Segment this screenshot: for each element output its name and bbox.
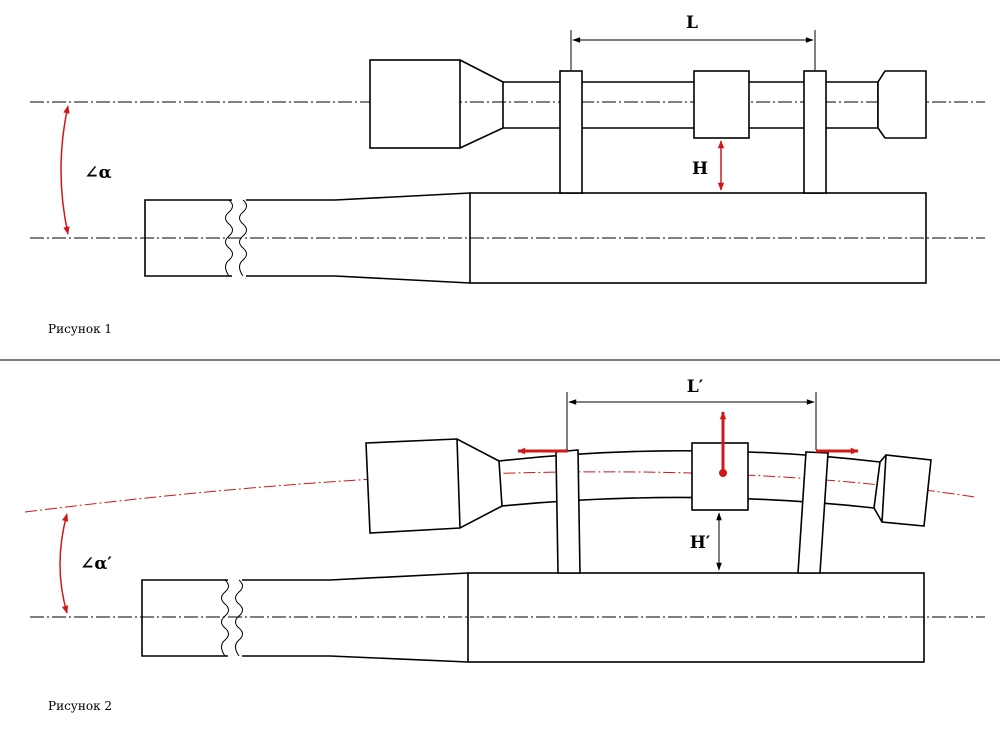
objective-joint-2	[456, 438, 461, 529]
mount-ring-rear-2	[797, 451, 829, 574]
figure-1: L H ∠α Рисунок 1	[30, 13, 985, 336]
scope-tube-top-curve	[498, 449, 881, 463]
mount-ring-front	[559, 70, 583, 194]
label-H: H	[692, 159, 708, 179]
barrel	[144, 192, 927, 284]
label-L-prime: L′	[687, 377, 704, 397]
eyepiece-joint-2	[881, 454, 887, 523]
force-origin-dot	[719, 469, 727, 477]
angle-arc-alpha	[60, 105, 70, 235]
label-L: L	[686, 13, 698, 33]
objective-taper	[459, 59, 504, 149]
receiver-2	[467, 572, 925, 663]
receiver	[469, 192, 927, 284]
barrel-taper-2	[242, 572, 469, 663]
stress-arrows	[517, 411, 859, 477]
barrel-muzzle	[144, 199, 232, 277]
turret	[693, 70, 750, 139]
dimension-L-prime: L′	[566, 377, 817, 450]
turret-2	[691, 442, 749, 511]
objective-bell	[369, 59, 461, 149]
eyepiece	[877, 70, 927, 139]
dimension-H-prime: H′	[690, 512, 722, 571]
caption-figure-2: Рисунок 2	[48, 699, 112, 713]
angle-alpha: ∠α	[60, 105, 112, 235]
barrel-2	[141, 572, 925, 663]
dimension-H: H	[692, 140, 725, 191]
scope-bent	[365, 438, 932, 574]
dimension-L: L	[570, 13, 816, 70]
scope	[369, 59, 927, 194]
objective-bell-2	[365, 438, 503, 534]
barrel-taper	[246, 192, 471, 284]
break-line-left	[225, 199, 233, 277]
break-line-right	[239, 199, 247, 277]
mount-ring-front-2	[555, 449, 581, 574]
caption-figure-1: Рисунок 1	[48, 322, 112, 336]
break-line-left-2	[221, 579, 229, 657]
angle-arc-alpha-prime	[59, 513, 69, 614]
label-H-prime: H′	[690, 533, 711, 553]
scope-axis-curve	[24, 471, 976, 513]
barrel-muzzle-2	[141, 579, 228, 657]
label-angle-alpha: ∠α	[84, 163, 111, 183]
mount-ring-rear	[803, 70, 827, 194]
break-line-right-2	[235, 579, 243, 657]
angle-alpha-prime: ∠α′	[59, 513, 112, 614]
label-angle-alpha-prime: ∠α′	[80, 554, 112, 574]
figure-2: L′ H′ ∠α′ Рисунок 2	[24, 377, 985, 713]
